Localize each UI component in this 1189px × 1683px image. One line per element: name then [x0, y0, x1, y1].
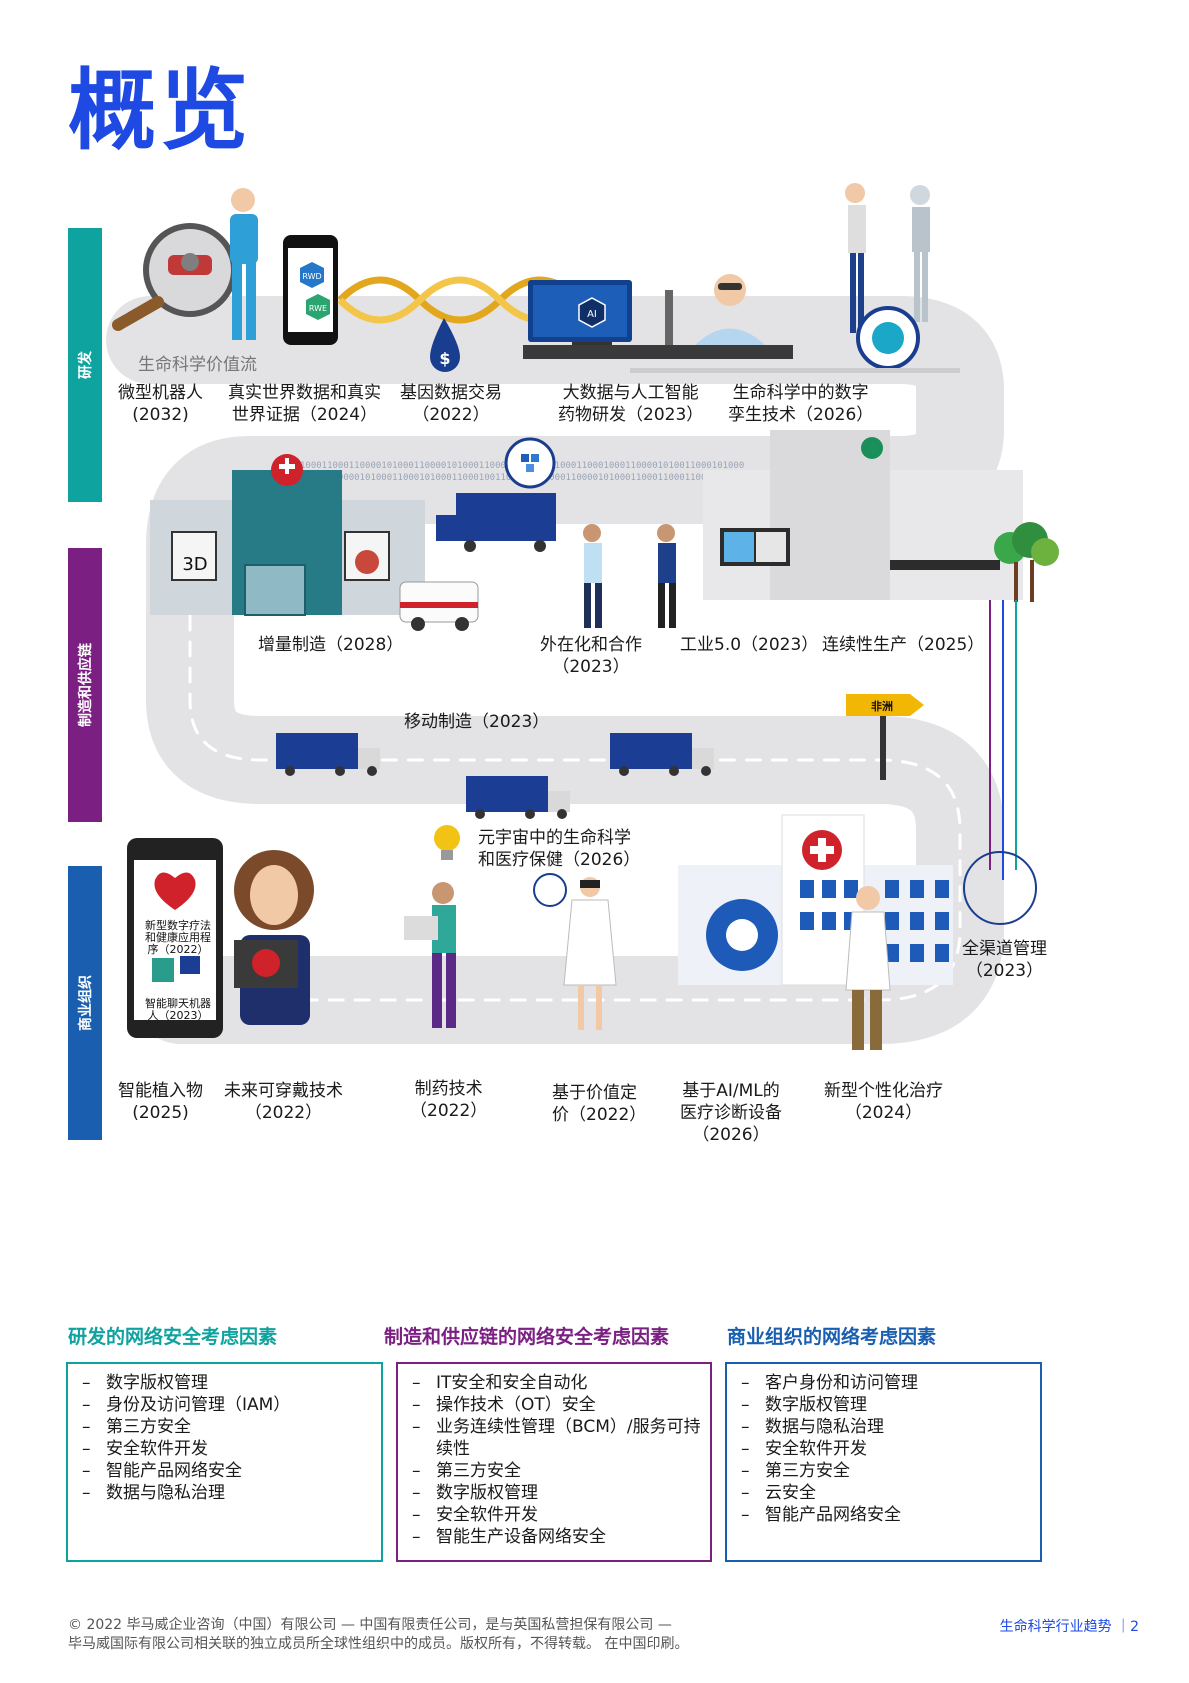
container-truck-icon [610, 733, 714, 776]
rd-item-rwd-rwe: 真实世界数据和真实世界证据（2024） [228, 383, 381, 425]
mfg-item-additive: 增量制造（2028） [258, 635, 404, 655]
svg-text:RWE: RWE [309, 304, 327, 313]
com-item-personalized: 新型个性化治疗（2024） [824, 1081, 943, 1123]
blockchain-cubes-icon [504, 437, 556, 489]
list-item: 安全软件开发 [412, 1504, 710, 1526]
phone-app-chatbot-label: 智能聊天机器人（2023） [145, 997, 211, 1022]
mfg-item-mobile: 移动制造（2023） [404, 712, 550, 732]
list-item: 数据与隐私治理 [741, 1416, 1040, 1438]
doctor-figure-icon [845, 886, 891, 1050]
rd-item-bigdata-ai: 大数据与人工智能药物研发（2023） [558, 383, 704, 425]
list-item: 第三方安全 [412, 1460, 710, 1482]
section-box-mfg: IT安全和安全自动化 操作技术（OT）安全 业务连续性管理（BCM）/服务可持续… [396, 1362, 712, 1562]
value-chain-illustration: RWD RWE $ AI [106, 183, 1059, 1050]
svg-text:RWD: RWD [302, 272, 321, 281]
nurse-figure-icon [230, 188, 258, 340]
list-item: 智能产品网络安全 [82, 1460, 381, 1482]
com-item-implants: 智能植入物(2025) [118, 1081, 203, 1123]
human-robot-handshake-icon [845, 183, 930, 333]
tab-commercial: 商业组织 [68, 866, 102, 1140]
list-item: 业务连续性管理（BCM）/服务可持续性 [412, 1416, 710, 1460]
svg-text:$: $ [439, 349, 450, 368]
list-item: 安全软件开发 [82, 1438, 381, 1460]
list-item: 数据与隐私治理 [82, 1482, 381, 1504]
mfg-item-externalization: 外在化和合作（2023） [540, 635, 642, 677]
list-item: 数字版权管理 [82, 1372, 381, 1394]
com-item-ai-diagnostics: 基于AI/ML的医疗诊断设备（2026） [680, 1081, 782, 1145]
lightbulb-icon [434, 825, 460, 860]
list-item: 第三方安全 [741, 1460, 1040, 1482]
road [106, 296, 1004, 1044]
list-item: 数字版权管理 [741, 1394, 1040, 1416]
omnichannel-circle-icon [963, 851, 1037, 925]
tab-rd: 研发 [68, 228, 102, 502]
list-item: 云安全 [741, 1482, 1040, 1504]
list-item: 身份及访问管理（IAM） [82, 1394, 381, 1416]
mfg-item-industry50: 工业5.0（2023） [680, 635, 819, 655]
list-item: 操作技术（OT）安全 [412, 1394, 710, 1416]
scientist-figure-icon [523, 274, 793, 359]
rd-item-gene-data: 基因数据交易（2022） [400, 383, 502, 425]
hospital-mri-icon [678, 814, 953, 986]
omnichannel-lines [989, 600, 1017, 880]
section-title-com: 商业组织的网络考虑因素 [727, 1326, 937, 1348]
rd-item-microrobot: 微型机器人(2032) [118, 383, 203, 425]
tab-manufacturing: 制造和供应链 [68, 548, 102, 822]
ai-monitor-icon: AI [528, 280, 632, 352]
page-title: 概览 [68, 59, 253, 162]
svg-text:AI: AI [587, 309, 597, 320]
vr-doctor-icon [533, 873, 617, 1030]
smartphone-apps-icon [127, 838, 223, 1038]
magnifier-robot-icon [112, 223, 237, 331]
africa-signpost-icon: 非洲 [846, 694, 924, 780]
mfg-item-continuous: 连续性生产（2025） [822, 635, 985, 655]
com-item-value-pricing: 基于价值定价（2022） [552, 1083, 647, 1125]
dollar-drop-icon: $ [430, 318, 460, 372]
svg-text:非洲: 非洲 [871, 699, 893, 713]
rd-item-digital-twin: 生命科学中的数字孪生技术（2026） [728, 383, 874, 425]
smart-factory-icon [703, 430, 1023, 600]
data-truck-icon [436, 493, 556, 552]
list-item: 客户身份和访问管理 [741, 1372, 1040, 1394]
list-item: 第三方安全 [82, 1416, 381, 1438]
phone-app-therapy-label: 新型数字疗法和健康应用程序（2022） [145, 919, 211, 956]
list-item: 智能产品网络安全 [741, 1504, 1040, 1526]
list-item: IT安全和安全自动化 [412, 1372, 710, 1394]
section-title-rd: 研发的网络安全考虑因素 [68, 1326, 278, 1348]
value-chain-label: 生命科学价值流 [138, 355, 257, 375]
phone-rwd-rwe-icon: RWD RWE [283, 235, 338, 345]
factory-3d-printing-icon: 3D [150, 454, 425, 616]
footer-page-ref: 生命科学行业趋势 ｜2 [999, 1619, 1139, 1635]
section-title-mfg: 制造和供应链的网络安全考虑因素 [384, 1326, 670, 1348]
list-item: 安全软件开发 [741, 1438, 1040, 1460]
svg-text:3D: 3D [182, 554, 207, 575]
list-item: 智能生产设备网络安全 [412, 1526, 710, 1548]
container-truck-icon [276, 733, 380, 776]
container-truck-icon [466, 776, 570, 819]
com-item-metaverse: 元宇宙中的生命科学和医疗保健（2026） [478, 828, 641, 870]
list-item: 数字版权管理 [412, 1482, 710, 1504]
section-box-rd: 数字版权管理 身份及访问管理（IAM） 第三方安全 安全软件开发 智能产品网络安… [66, 1362, 383, 1562]
footer-copyright: © 2022 毕马威企业咨询（中国）有限公司 — 中国有限责任公司，是与英国私营… [68, 1617, 689, 1652]
com-item-pharmatech: 制药技术（2022） [410, 1079, 488, 1121]
trees-icon [994, 522, 1059, 602]
com-item-wearables: 未来可穿戴技术（2022） [224, 1081, 343, 1123]
ambulance-icon [399, 581, 479, 631]
collaboration-figures-icon [583, 524, 676, 628]
section-box-com: 客户身份和访问管理 数字版权管理 数据与隐私治理 安全软件开发 第三方安全 云安… [725, 1362, 1042, 1562]
man-laptop-icon [404, 882, 456, 1028]
digital-brain-icon [856, 306, 920, 370]
woman-wearable-icon [234, 850, 314, 1025]
com-item-omnichannel: 全渠道管理（2023） [962, 939, 1047, 981]
